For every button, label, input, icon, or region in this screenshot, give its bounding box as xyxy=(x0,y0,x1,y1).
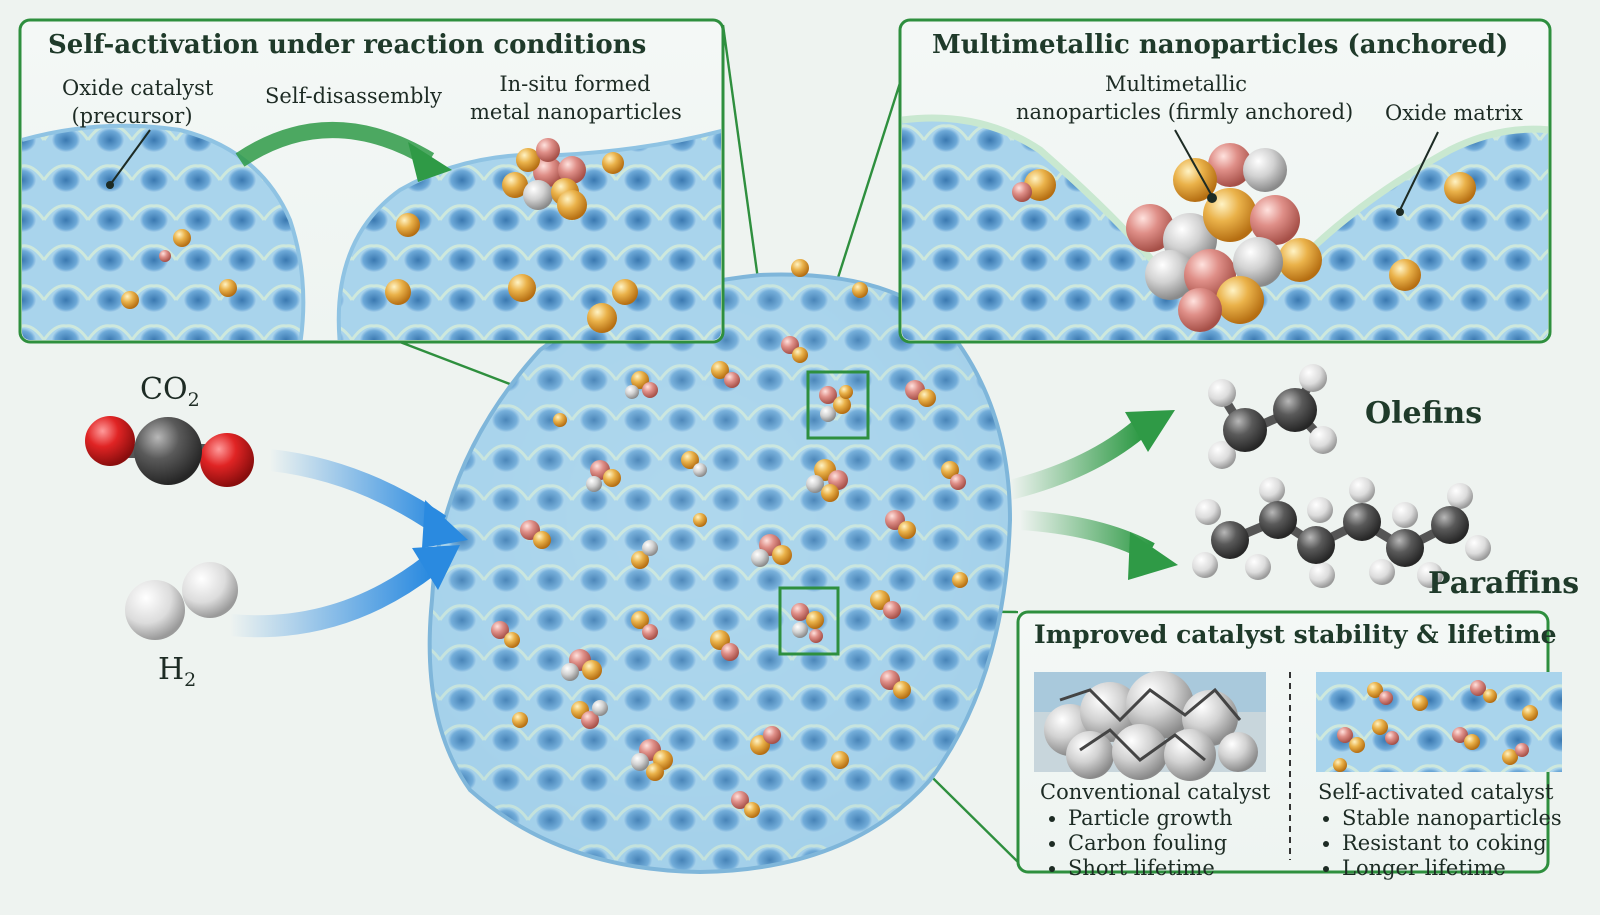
insitu-cluster xyxy=(502,138,587,220)
oxide-matrix-label: Oxide matrix xyxy=(1385,101,1523,125)
conventional-bullet: Carbon fouling xyxy=(1068,831,1233,856)
agglomerated-particles xyxy=(1044,671,1258,781)
insitu-label: In-situ formed metal nanoparticles xyxy=(470,70,682,126)
insitu-label-line1: In-situ formed xyxy=(499,72,651,96)
h2-label-subscript: 2 xyxy=(184,669,197,691)
conventional-bullet: Short lifetime xyxy=(1068,856,1233,881)
h2-inflow-arrow xyxy=(229,556,437,638)
conventional-heading: Conventional catalyst xyxy=(1040,780,1271,804)
olefin-outflow-arrow xyxy=(1007,420,1147,500)
self-activated-bullets: Stable nanoparticles Resistant to coking… xyxy=(1314,806,1562,881)
olefins-label: Olefins xyxy=(1365,396,1483,431)
self-activated-bullet: Stable nanoparticles xyxy=(1342,806,1562,831)
h2-molecule xyxy=(125,562,238,640)
anchored-np-label-line2: nanoparticles (firmly anchored) xyxy=(1016,100,1354,124)
paraffin-molecule xyxy=(1192,477,1491,588)
self-activation-title: Self-activation under reaction condition… xyxy=(48,30,647,60)
zoom-box-lower xyxy=(778,586,840,656)
self-disassembly-label: Self-disassembly xyxy=(265,84,443,108)
paraffins-label: Paraffins xyxy=(1428,566,1580,601)
precursor-label-line2: (precursor) xyxy=(71,104,193,128)
self-disassembly-arrow xyxy=(235,122,435,167)
co2-label-text: CO xyxy=(140,372,188,407)
co2-label: CO2 xyxy=(140,372,200,411)
particle-clusters xyxy=(491,259,968,818)
self-activated-image xyxy=(1316,672,1562,772)
anchored-np-label: Multimetallic nanoparticles (firmly anch… xyxy=(1016,70,1354,126)
h2-label: H2 xyxy=(158,652,196,691)
co2-label-subscript: 2 xyxy=(187,389,200,411)
anchored-cluster xyxy=(1126,143,1322,332)
h2-label-text: H xyxy=(158,652,185,687)
multimetallic-title: Multimetallic nanoparticles (anchored) xyxy=(932,30,1509,60)
catalyst-particle xyxy=(427,259,1013,875)
self-activated-heading: Self-activated catalyst xyxy=(1318,780,1554,804)
panel-multimetallic xyxy=(898,18,1552,344)
self-activated-bullet: Longer lifetime xyxy=(1342,856,1562,881)
anchored-np-label-line1: Multimetallic xyxy=(1104,72,1248,96)
zoom-box-upper xyxy=(806,370,870,440)
panel-self-activation xyxy=(18,18,725,344)
conventional-bullets: Particle growth Carbon fouling Short lif… xyxy=(1040,806,1233,881)
self-activated-bullet: Resistant to coking xyxy=(1342,831,1562,856)
insitu-label-line2: metal nanoparticles xyxy=(470,100,682,124)
co2-inflow-arrow xyxy=(268,449,447,535)
conventional-bullet: Particle growth xyxy=(1068,806,1233,831)
co2-molecule xyxy=(85,416,254,487)
precursor-label-line1: Oxide catalyst xyxy=(62,76,214,100)
panel-stability xyxy=(1016,610,1562,874)
stability-title: Improved catalyst stability & lifetime xyxy=(1034,620,1557,649)
precursor-label: Oxide catalyst (precursor) xyxy=(62,74,214,130)
